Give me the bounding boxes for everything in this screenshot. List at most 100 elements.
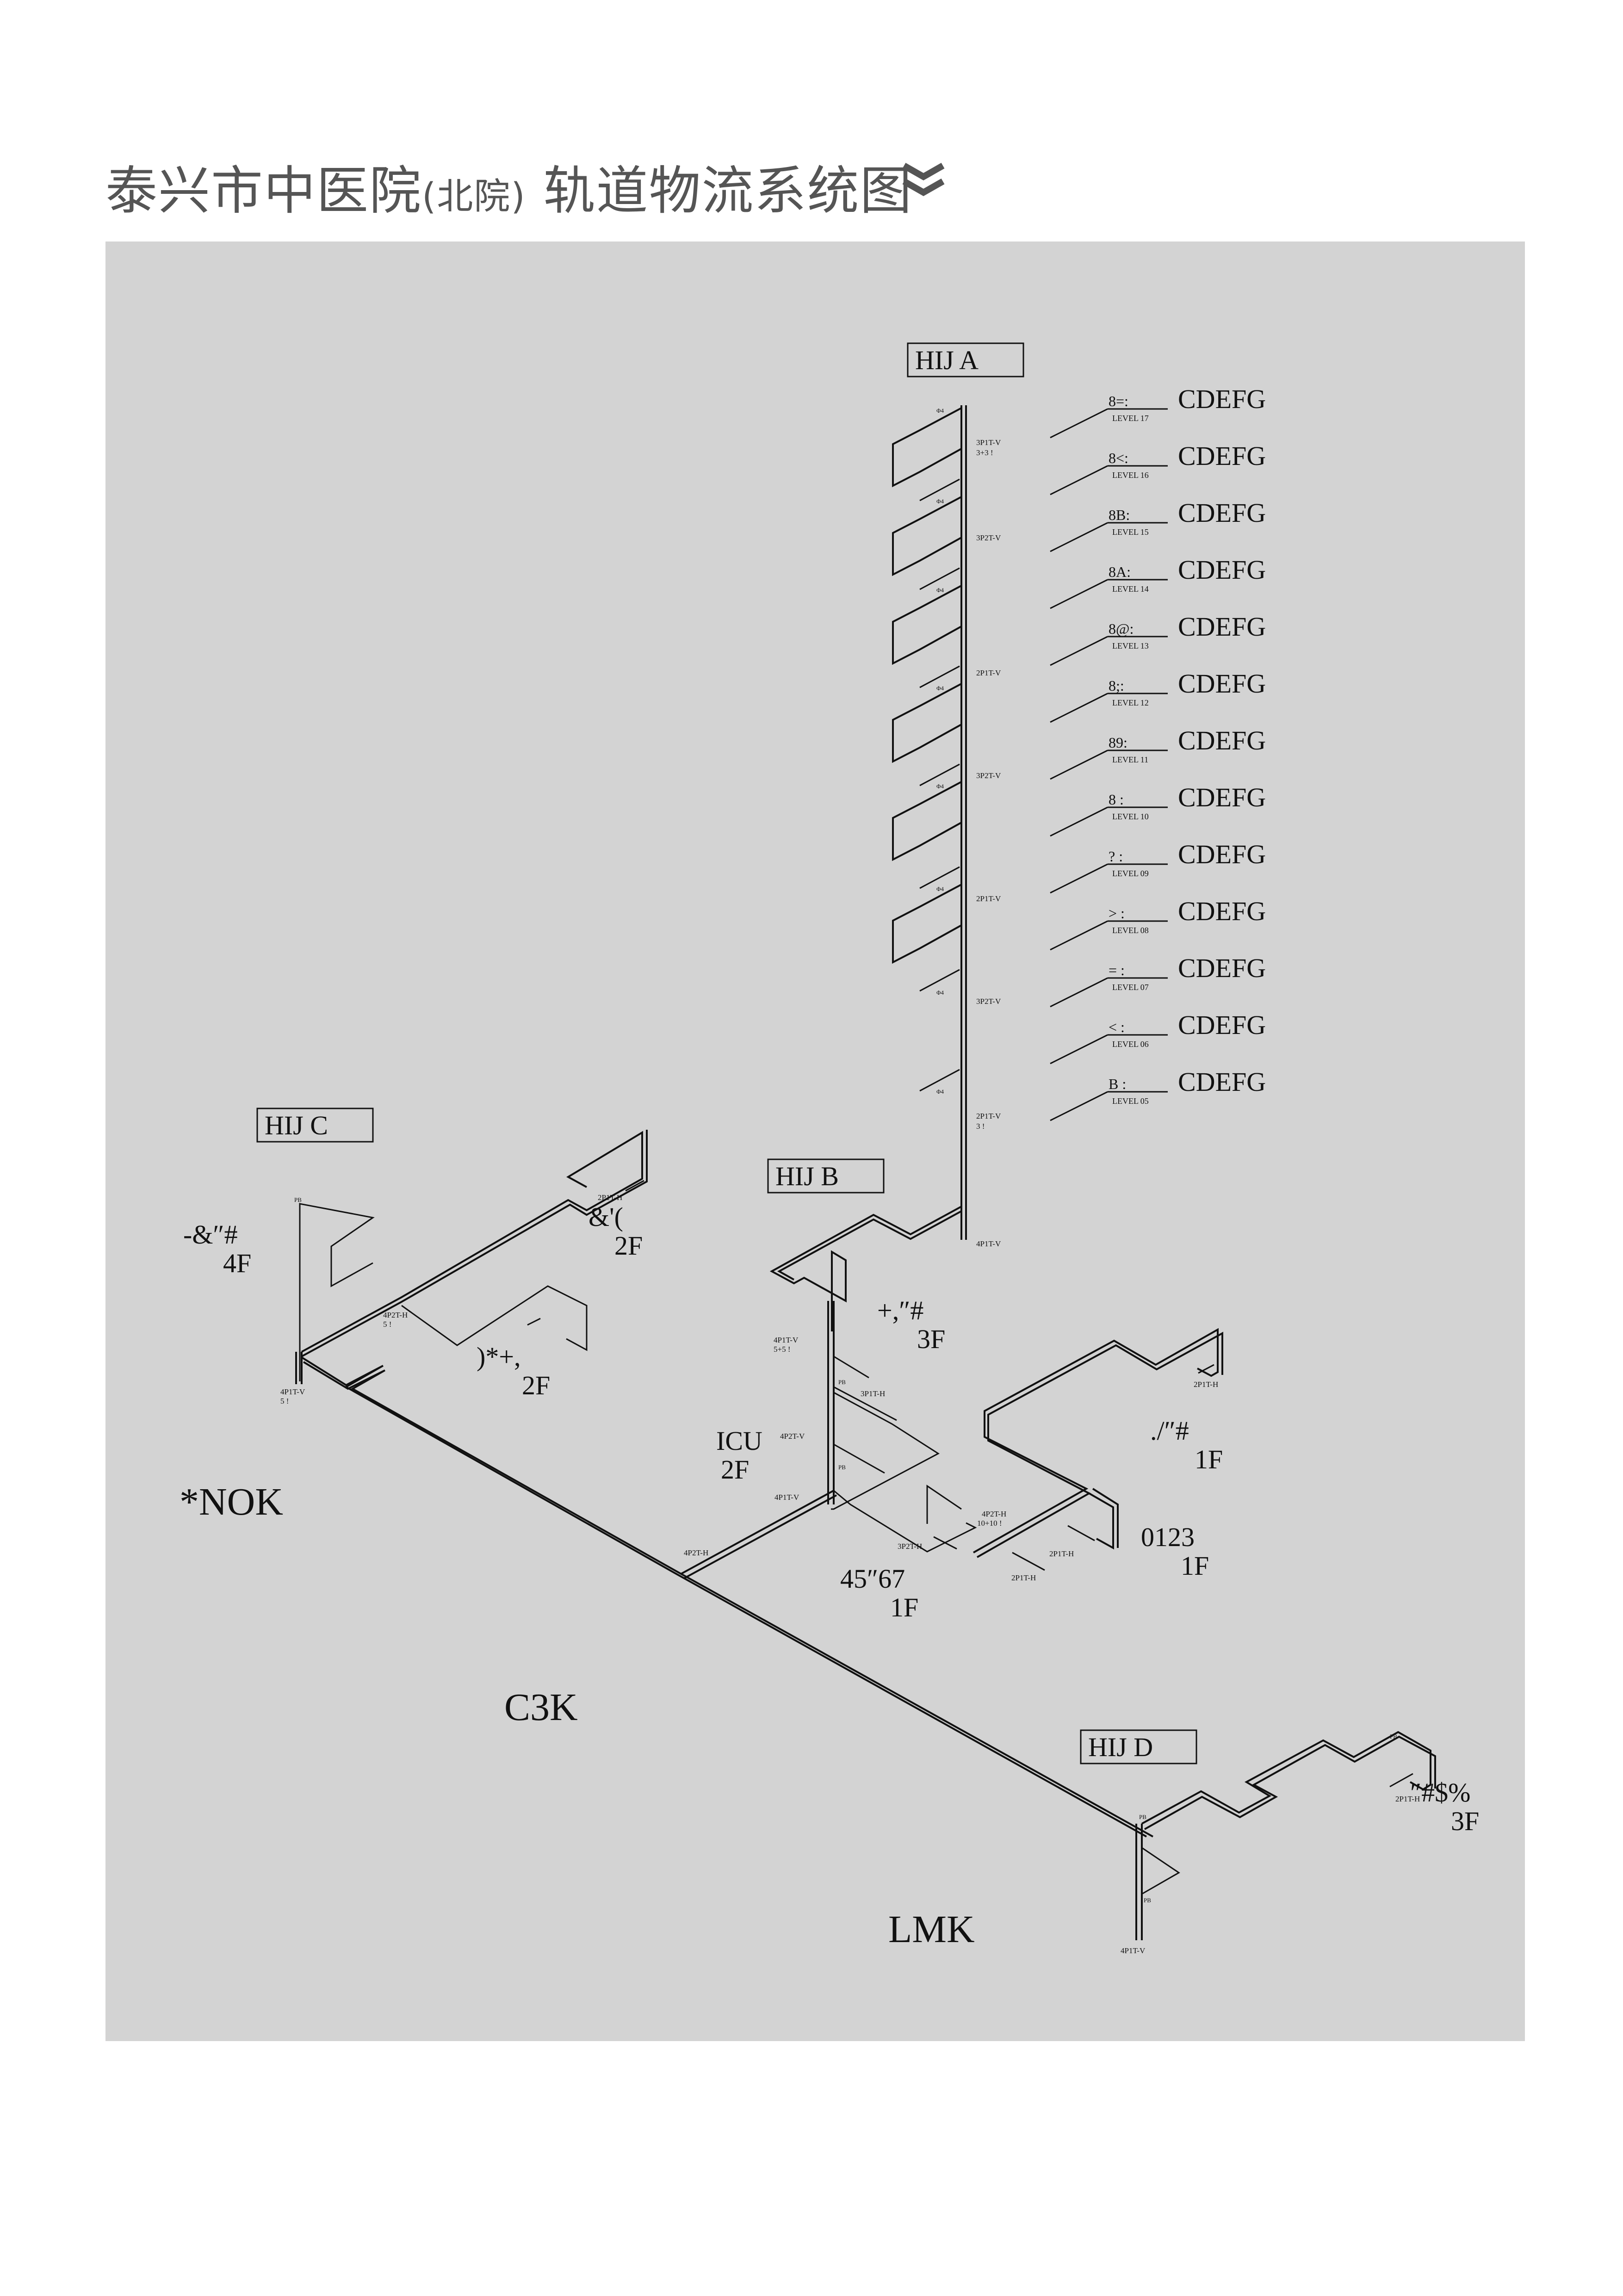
level-leader-line (1050, 1091, 1108, 1121)
pipe-label: 3+3 ! (976, 448, 993, 457)
tower-c: HIJ C PB 4P1T-V 5 ! 2P1T-H 4P2T-H 5 ! (256, 1108, 648, 1405)
station-name: ICU (716, 1426, 762, 1456)
station-labels: -&″# 4F &'( 2F )*+, 2F +,″# 3F ICU 2F ./… (183, 1202, 1479, 1836)
tower-a-pipe-labels: 3P1T-V 3+3 ! 3P2T-V 2P1T-V 3P2T-V 2P1T-V… (976, 438, 1001, 1248)
level-leader-line (1050, 920, 1108, 951)
pipe-label: 5 ! (280, 1397, 289, 1405)
level-department: CDEFG (1178, 953, 1266, 983)
phi-tag: Φ4 (936, 407, 944, 414)
level-leader-line (1050, 408, 1108, 439)
pipe-label: 3P2T-H (898, 1542, 922, 1551)
station-name: ./″# (1150, 1416, 1189, 1446)
level-entry: 8 : LEVEL 10 CDEFG (1050, 782, 1266, 837)
pb-tag: PB (1139, 1813, 1146, 1820)
phi-tag: Φ4 (936, 885, 944, 892)
pipe-label: 2P1T-H (1194, 1380, 1218, 1389)
station-floor: 1F (890, 1592, 918, 1622)
level-name: LEVEL 11 (1112, 755, 1148, 764)
level-name: LEVEL 12 (1112, 698, 1149, 707)
level-leader-line (1050, 749, 1108, 780)
pipe-label: 3P2T-V (976, 997, 1001, 1006)
pipe-label: 2P1T-H (1395, 1795, 1420, 1803)
level-code: 8<: (1109, 450, 1128, 466)
station-name: +,″# (877, 1295, 923, 1325)
level-name: LEVEL 15 (1112, 527, 1149, 537)
double-chevron-down-icon (902, 163, 945, 197)
level-entry: 8A: LEVEL 14 CDEFG (1050, 555, 1266, 609)
diagram-panel: HIJ A Φ4 Φ4 Φ4 Φ4 Φ4 Φ4 Φ4 Φ4 3P1T-V 3+3… (105, 241, 1525, 2041)
station-name: ″#$% (1410, 1777, 1470, 1807)
tower-d-label: HIJ D (1088, 1732, 1153, 1762)
phi-tag: Φ4 (936, 783, 944, 790)
pipe-label: 4P2T-H (982, 1510, 1006, 1518)
level-name: LEVEL 16 (1112, 470, 1149, 480)
station-floor: 3F (917, 1324, 945, 1354)
area-label: LMK (888, 1908, 975, 1951)
pipe-label: 4P1T-V (280, 1387, 305, 1396)
station-floor: 2F (614, 1231, 643, 1261)
level-code: 8B: (1109, 507, 1130, 523)
pb-tag: PB (294, 1196, 302, 1203)
level-code: 8A: (1109, 563, 1131, 580)
title-main: 泰兴市中医院 (105, 161, 422, 221)
pipe-label: 3P2T-V (976, 533, 1001, 542)
title-sub: (北院) (422, 176, 526, 217)
level-name: LEVEL 14 (1112, 584, 1149, 594)
level-name: LEVEL 10 (1112, 812, 1149, 821)
level-department: CDEFG (1178, 839, 1266, 869)
level-code: 8;: (1109, 677, 1124, 694)
level-code: 8 : (1109, 791, 1124, 808)
level-name: LEVEL 17 (1112, 414, 1149, 423)
level-name: LEVEL 05 (1112, 1096, 1149, 1106)
station-name: -&″# (183, 1219, 238, 1250)
level-department: CDEFG (1178, 782, 1266, 812)
pipe-label: 3P1T-V (976, 438, 1001, 447)
level-department: CDEFG (1178, 384, 1266, 414)
tower-a-label: HIJ A (915, 345, 979, 375)
pipe-label: 3P2T-V (976, 771, 1001, 780)
pb-tag: PB (1390, 1733, 1397, 1740)
rail-system-diagram: HIJ A Φ4 Φ4 Φ4 Φ4 Φ4 Φ4 Φ4 Φ4 3P1T-V 3+3… (180, 342, 1479, 1955)
pipe-label: 5 ! (383, 1320, 391, 1329)
station-floor: 1F (1181, 1551, 1209, 1581)
pipe-label: 4P2T-V (780, 1432, 805, 1441)
level-name: LEVEL 07 (1112, 983, 1149, 992)
level-code: 8=: (1109, 393, 1128, 409)
pipe-label: 4P2T-H (383, 1311, 408, 1319)
level-leader-line (1050, 636, 1108, 666)
pipe-label: 5+5 ! (774, 1345, 791, 1354)
station-floor: 2F (721, 1454, 749, 1485)
level-name: LEVEL 09 (1112, 869, 1149, 878)
tower-d: HIJ D PB PB 4P1T-V PB 2P1T-H (1080, 1729, 1436, 1955)
level-leader-line (1050, 977, 1108, 1008)
phi-tag: Φ4 (936, 1088, 944, 1095)
pipe-label: 3 ! (976, 1122, 985, 1131)
pipe-label: 10+10 ! (977, 1519, 1002, 1528)
pipe-label: 2P1T-V (976, 668, 1001, 677)
level-code: < : (1109, 1019, 1125, 1035)
pb-tag: PB (1144, 1897, 1151, 1904)
pb-tag: PB (838, 1464, 846, 1471)
phi-tag: Φ4 (936, 989, 944, 996)
level-code: 89: (1109, 734, 1127, 751)
level-department: CDEFG (1178, 555, 1266, 585)
tower-b: HIJ B 4P1T-V 5+5 ! 3P1T-H 4P2T-V 4P1T-V … (767, 1158, 962, 1510)
phi-tag: Φ4 (936, 498, 944, 505)
level-code: > : (1109, 905, 1125, 922)
level-department: CDEFG (1178, 1067, 1266, 1097)
pipe-label: 3P1T-H (861, 1389, 885, 1398)
level-legend: 8=: LEVEL 17 CDEFG 8<: LEVEL 16 CDEFG 8B: LEVEL… (1050, 384, 1266, 1121)
level-leader-line (1050, 522, 1108, 552)
level-entry: 8=: LEVEL 17 CDEFG (1050, 384, 1266, 439)
pipe-label: 2P1T-V (976, 894, 1001, 903)
station-floor: 2F (522, 1370, 550, 1400)
level-department: CDEFG (1178, 1010, 1266, 1040)
level-leader-line (1050, 579, 1108, 609)
level-leader-line (1050, 693, 1108, 723)
tower-a-branches: Φ4 Φ4 Φ4 Φ4 Φ4 Φ4 Φ4 Φ4 (892, 407, 962, 1095)
